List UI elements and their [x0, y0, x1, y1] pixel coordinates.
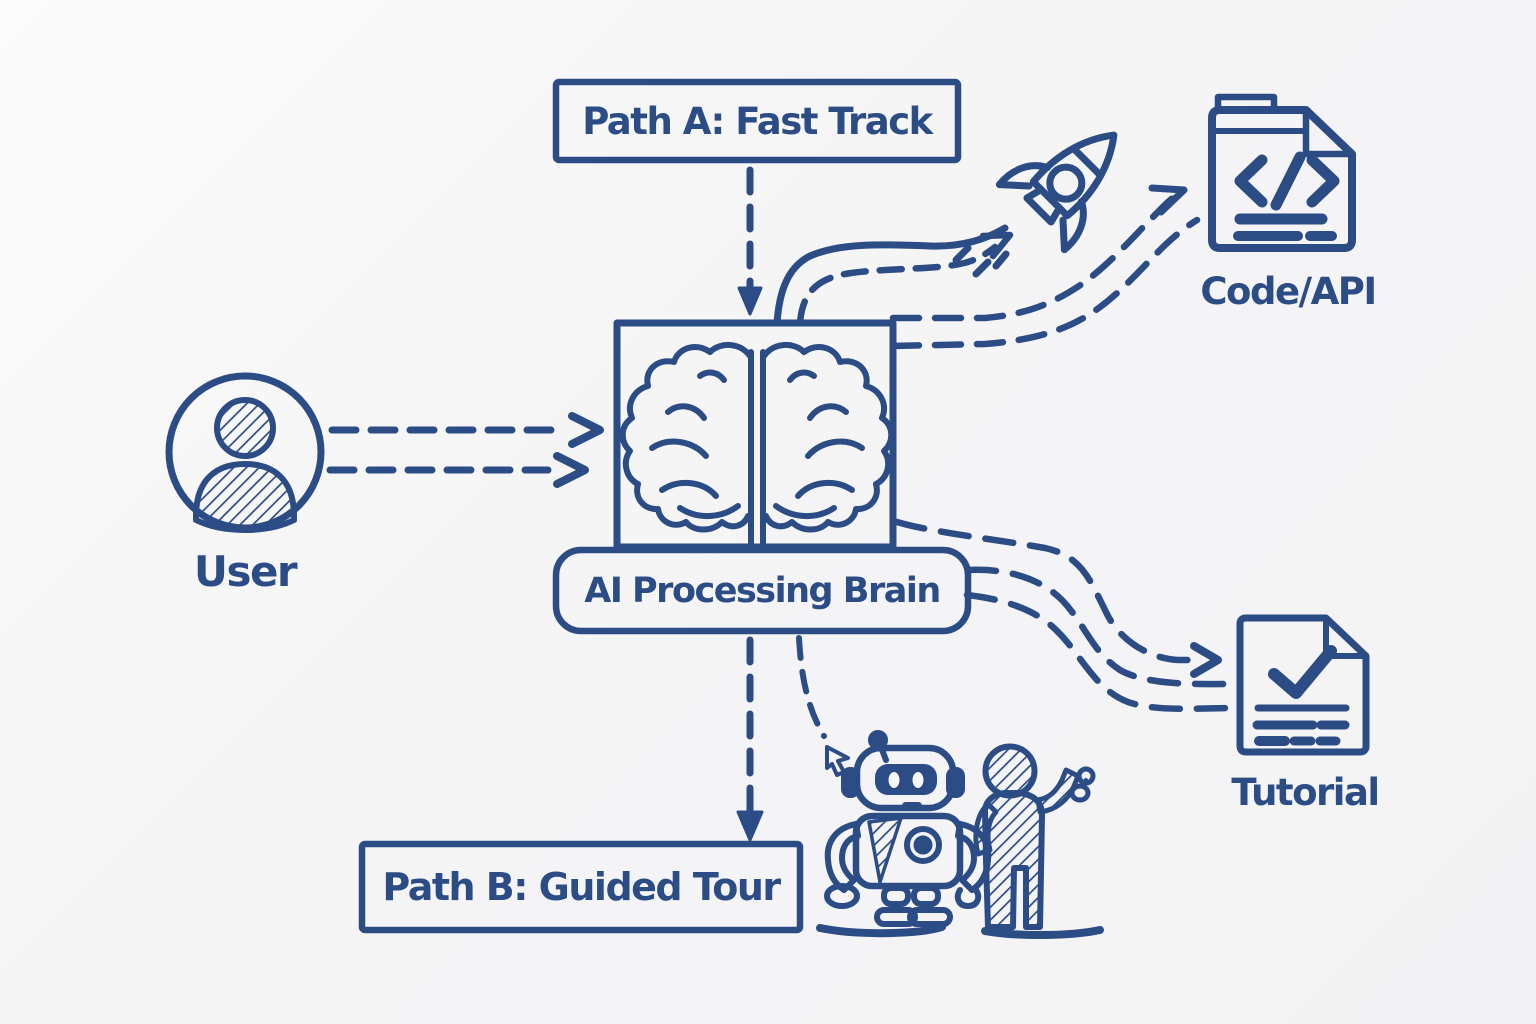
- arrow-brain-to-rocket: [773, 224, 1014, 327]
- code-api-label: Code/API: [1200, 269, 1377, 313]
- path-a-label: Path A: Fast Track: [582, 99, 933, 143]
- checklist-document-icon: [1236, 614, 1370, 756]
- path-a-box: [552, 78, 962, 164]
- person-icon: [973, 743, 1104, 940]
- cursor-icon: [825, 745, 850, 777]
- brain-label: AI Processing Brain: [584, 570, 941, 611]
- arrow-brain-to-robot: [796, 635, 850, 777]
- robot-icon: [816, 730, 992, 938]
- brain-icon: [619, 342, 895, 548]
- code-file-icon: [1208, 93, 1356, 252]
- arrow-user-to-brain-2: [326, 452, 589, 488]
- arrow-user-to-brain-1: [328, 412, 604, 448]
- arrow-brain-to-code: [889, 184, 1201, 350]
- path-b-label: Path B: Guided Tour: [382, 865, 781, 909]
- user-icon: [165, 372, 325, 533]
- arrow-path-a-to-brain: [737, 166, 763, 316]
- rocket-icon: [995, 131, 1118, 254]
- tutorial-label: Tutorial: [1231, 770, 1380, 814]
- arrow-brain-to-path-b: [736, 636, 764, 842]
- user-label: User: [193, 546, 298, 596]
- brain-label-box: [552, 546, 972, 635]
- path-b-box: [358, 840, 804, 934]
- arrow-brain-to-tutorial: [893, 518, 1240, 713]
